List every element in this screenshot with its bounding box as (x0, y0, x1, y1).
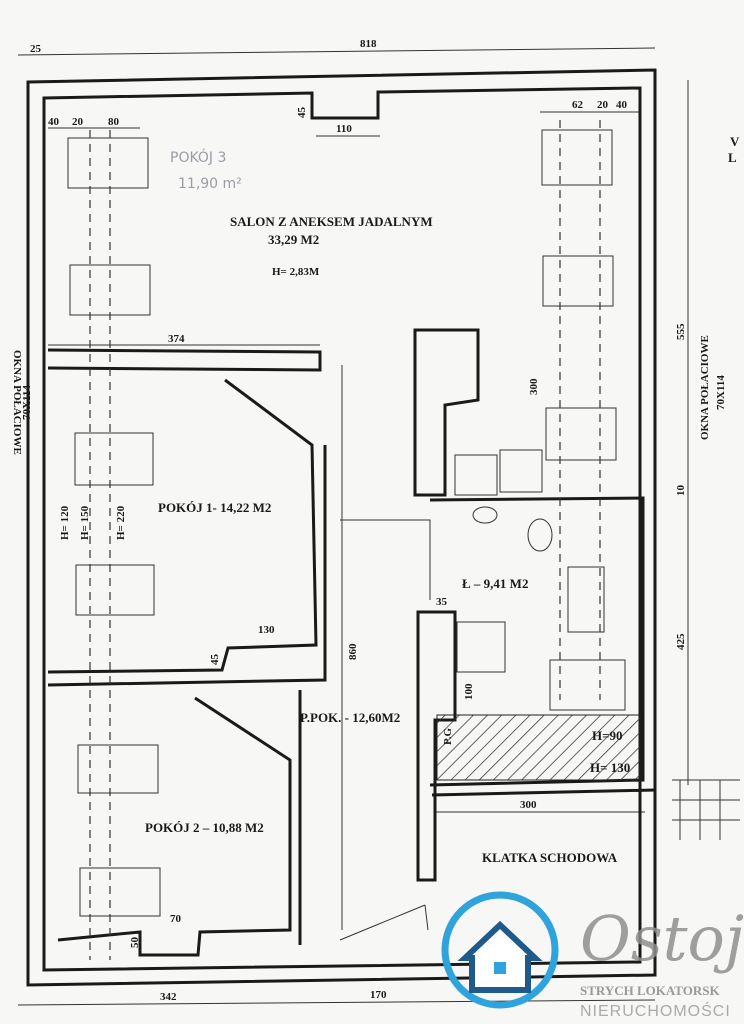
edge-letter-l: L (728, 150, 737, 165)
pokoj2-label: POKÓJ 2 – 10,88 M2 (145, 820, 264, 835)
przedpokoj-label: P.POK. - 12,60M2 (300, 710, 400, 725)
salon-name: SALON Z ANEKSEM JADALNYM (230, 214, 433, 229)
dim-100: 100 (463, 683, 475, 700)
pg-label: P.G (442, 728, 454, 745)
stove-icon (454, 454, 498, 496)
dim-110: 110 (336, 123, 352, 135)
height-220: H= 220 (115, 505, 127, 540)
dim-45: 45 (296, 107, 308, 119)
logo-ring (441, 891, 559, 1009)
salon-area: 33,29 M2 (268, 232, 319, 247)
edge-letter-v: V (730, 134, 740, 149)
house-icon (457, 920, 543, 993)
windows-label-left: OKNA POŁACIOWE (11, 350, 23, 455)
height-90: H=90 (592, 728, 623, 743)
shower-icon (456, 621, 506, 673)
logo-script: Ostoja (580, 902, 744, 975)
walls (26, 68, 740, 987)
bathroom-fixtures (436, 449, 641, 781)
dim-860: 860 (347, 643, 359, 660)
dim-300-kitchen: 300 (528, 378, 540, 395)
dim-70: 70 (170, 913, 182, 925)
dim-130: 130 (258, 624, 275, 636)
roof-windows (67, 120, 626, 960)
dimension-lines (17, 47, 689, 1006)
logo-line1: STRYCH LOKATORSK (580, 983, 720, 998)
dimension-labels: 818 25 45 110 40 20 80 62 20 40 374 300 … (30, 38, 687, 1003)
handwritten-area: 11,90 m² (178, 176, 242, 192)
window-icon (494, 962, 506, 974)
windows-label-right: OKNA POŁACIOWE (699, 335, 711, 440)
dim-40-right: 40 (616, 99, 628, 111)
dim-20-right: 20 (597, 99, 609, 111)
dim-25: 25 (30, 43, 42, 55)
windows-size-left: 70X114 (21, 385, 33, 420)
dim-80: 80 (108, 116, 120, 128)
pokoj1-label: POKÓJ 1- 14,22 M2 (158, 500, 271, 515)
lazienka-label: Ł – 9,41 M2 (462, 576, 528, 591)
ostoja-logo: Ostoja STRYCH LOKATORSK NIERUCHOMOŚCI (441, 891, 744, 1020)
dim-374: 374 (168, 333, 185, 345)
dim-818: 818 (360, 38, 377, 50)
bathtub-icon (567, 566, 605, 633)
salon-height: H= 2,83M (272, 266, 320, 278)
dim-342: 342 (160, 991, 177, 1003)
handwritten-pokoj3: POKÓJ 3 (170, 148, 226, 166)
washbasin-icon (472, 506, 498, 524)
dim-300-stairs: 300 (520, 799, 537, 811)
dim-10: 10 (675, 485, 687, 497)
toilet-icon (527, 518, 553, 552)
dim-425: 425 (675, 633, 687, 650)
dim-45-pokoj1: 45 (209, 654, 221, 666)
dim-50: 50 (129, 937, 141, 949)
dim-40: 40 (48, 116, 60, 128)
dim-555: 555 (675, 323, 687, 340)
klatka-label: KLATKA SCHODOWA (482, 850, 618, 865)
dim-62: 62 (572, 99, 584, 111)
windows-size-right: 70X114 (715, 375, 727, 410)
logo-line2: NIERUCHOMOŚCI (580, 1001, 731, 1020)
low-ceiling-area (436, 714, 641, 781)
height-130: H= 130 (590, 760, 630, 775)
sink-icon (499, 449, 543, 493)
dim-170: 170 (370, 989, 387, 1001)
height-150: H= 150 (79, 505, 91, 540)
height-120: H= 120 (59, 505, 71, 540)
dim-35: 35 (436, 596, 448, 608)
dim-20: 20 (72, 116, 84, 128)
